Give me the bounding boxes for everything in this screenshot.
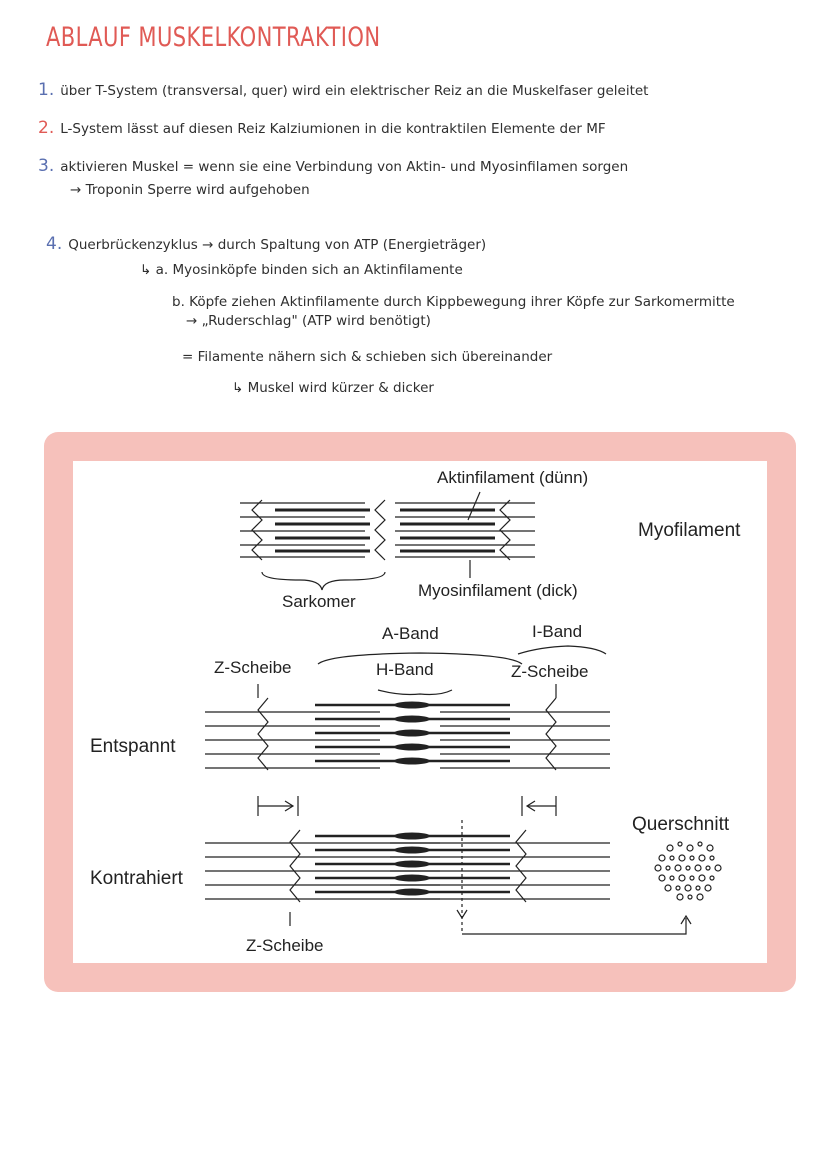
label-myofilament: Myofilament [638, 520, 740, 542]
label-aktinfilament: Aktinfilament (dünn) [437, 468, 588, 488]
label-querschnitt: Querschnitt [632, 814, 729, 836]
label-z-scheibe-right: Z-Scheibe [511, 662, 588, 682]
label-myosinfilament: Myosinfilament (dick) [418, 581, 578, 601]
label-z-scheibe-left: Z-Scheibe [214, 658, 291, 678]
label-h-band: H-Band [376, 660, 434, 680]
label-z-scheibe-bottom: Z-Scheibe [246, 936, 323, 956]
contracted-sarcomere-graphic [205, 830, 610, 926]
relaxed-sarcomere-graphic [205, 698, 610, 770]
label-entspannt: Entspannt [90, 736, 176, 758]
i-band-brace [518, 646, 606, 654]
h-band-brace [378, 690, 452, 695]
label-sarkomer: Sarkomer [282, 592, 356, 612]
shortening-markers [258, 796, 556, 816]
myofilament-graphic [240, 492, 535, 590]
cross-section-graphic [655, 842, 721, 900]
label-kontrahiert: Kontrahiert [90, 868, 183, 890]
label-i-band: I-Band [532, 622, 582, 642]
label-a-band: A-Band [382, 624, 439, 644]
